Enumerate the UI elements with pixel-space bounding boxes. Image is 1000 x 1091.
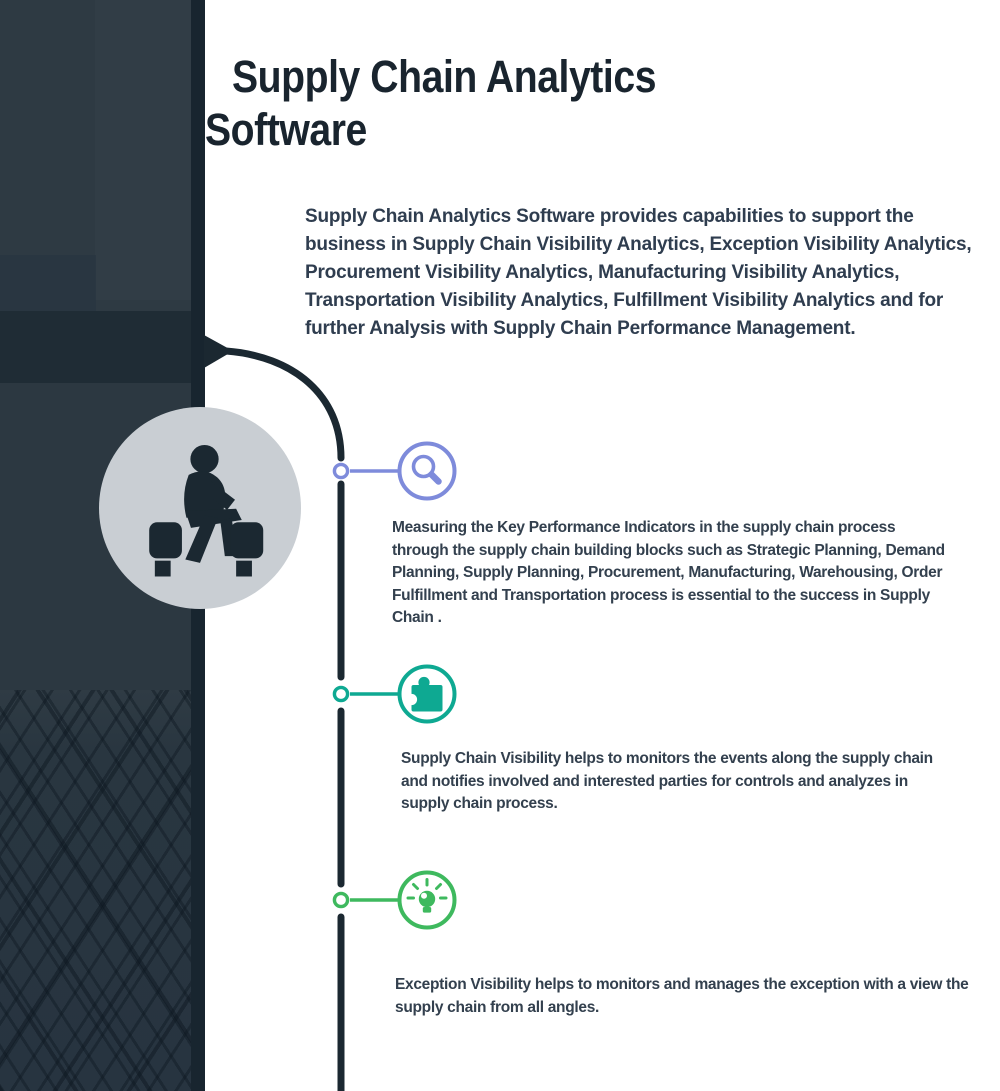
connector-dot (332, 462, 350, 480)
lightbulb-icon (406, 878, 448, 913)
sidebar-shadow-shape (0, 255, 96, 312)
timeline-item-3-text: Exception Visibility helps to monitors a… (395, 976, 969, 1016)
timeline-branch-3 (332, 870, 457, 930)
timeline-item-1-text: Measuring the Key Performance Indicators… (392, 519, 945, 627)
icon-ring (397, 441, 457, 501)
intro-paragraph: Supply Chain Analytics Software provides… (305, 206, 972, 339)
title-line-2: Software (205, 104, 367, 155)
person-circle (99, 407, 301, 609)
person-sitting-icon (149, 444, 264, 577)
timeline-branch-2 (332, 664, 457, 724)
building-facade-pattern (0, 690, 205, 1091)
sidebar-dark-band (0, 311, 205, 383)
title-line-1: Supply Chain Analytics (231, 51, 657, 102)
timeline-item-2-text: Supply Chain Visibility helps to monitor… (401, 750, 933, 813)
magnifier-icon (411, 454, 442, 485)
puzzle-icon (405, 676, 443, 712)
connector-dot (332, 891, 350, 909)
sidebar-highlight-shape (95, 0, 191, 300)
page-title: Supply Chain Analytics Software (205, 50, 762, 156)
icon-ring (397, 664, 457, 724)
connector-dot (332, 685, 350, 703)
timeline-branch-1 (332, 441, 457, 501)
timeline-notch (204, 335, 233, 368)
icon-ring (397, 870, 457, 930)
